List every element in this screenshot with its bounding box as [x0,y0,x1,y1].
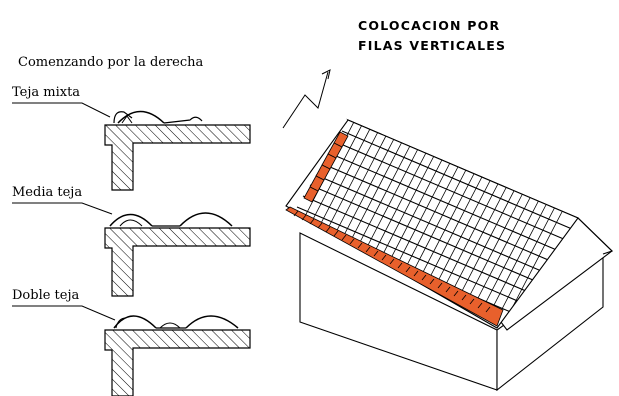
highlighted-tiles [285,131,504,327]
instruction-text: Comenzando por la derecha [18,55,204,70]
title-line-1: COLOCACION POR [358,18,501,33]
eave-tile-separators [293,210,491,313]
profile-media-teja [104,212,251,297]
label-doble-teja: Doble teja [12,288,80,303]
label-leaders [12,102,116,321]
leader-arrowhead [321,69,331,80]
label-media-teja: Media teja [12,185,83,200]
title-line-2: FILAS VERTICALES [358,38,507,53]
leader-arrow [282,71,329,129]
roof-tile-grid [289,120,573,317]
profile-doble-teja [104,315,251,396]
profile-teja-mixta [104,110,251,191]
label-teja-mixta: Teja mixta [12,85,81,100]
